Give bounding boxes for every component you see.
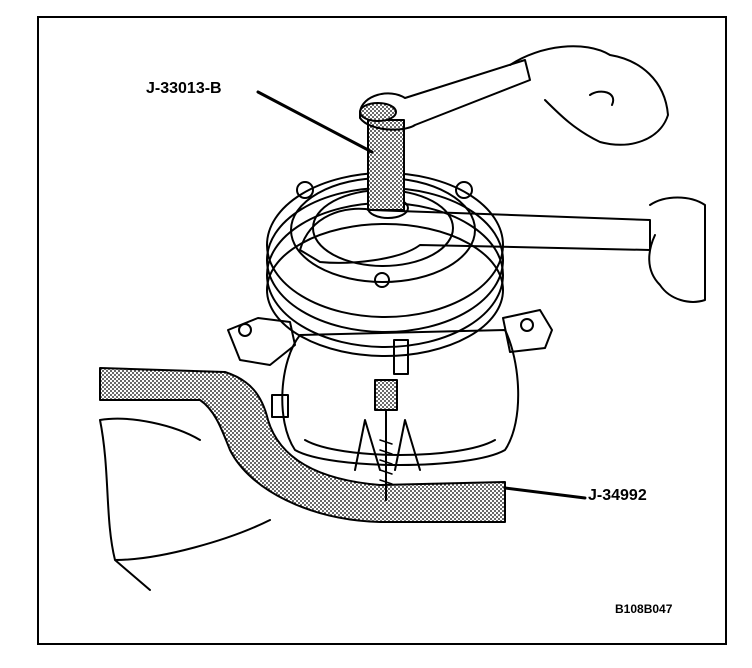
compressor-right-ear xyxy=(502,309,553,353)
body-notch xyxy=(354,419,421,471)
screw-threads xyxy=(379,439,393,485)
bridge-tool-j34992 xyxy=(99,367,506,523)
drive-lug-right xyxy=(455,181,473,199)
side-boss xyxy=(271,394,289,418)
leader-line-j34992 xyxy=(503,486,587,500)
left-ear-hole xyxy=(238,323,252,337)
lower-hand xyxy=(648,196,706,303)
drive-lug-left xyxy=(296,181,314,199)
callout-j34992: J-34992 xyxy=(588,487,647,504)
mount-bracket-left xyxy=(99,417,271,591)
upper-hand xyxy=(509,45,669,146)
body-lower-edge xyxy=(304,439,496,456)
callout-j33013b: J-33013-B xyxy=(146,80,222,97)
tool-shaft xyxy=(367,119,405,211)
leader-line-j33013b xyxy=(256,90,374,154)
body-pin xyxy=(393,339,409,375)
forcing-screw-collar xyxy=(374,379,398,411)
drive-lug-bottom xyxy=(374,272,390,288)
compressor-body xyxy=(281,329,520,466)
open-end-wrench xyxy=(359,59,531,131)
compressor-left-ear xyxy=(227,317,296,366)
right-ear-hole xyxy=(520,318,534,332)
tool-head xyxy=(359,102,397,122)
figure-code: B108B047 xyxy=(615,602,673,616)
pulley-ring-4 xyxy=(266,223,504,357)
